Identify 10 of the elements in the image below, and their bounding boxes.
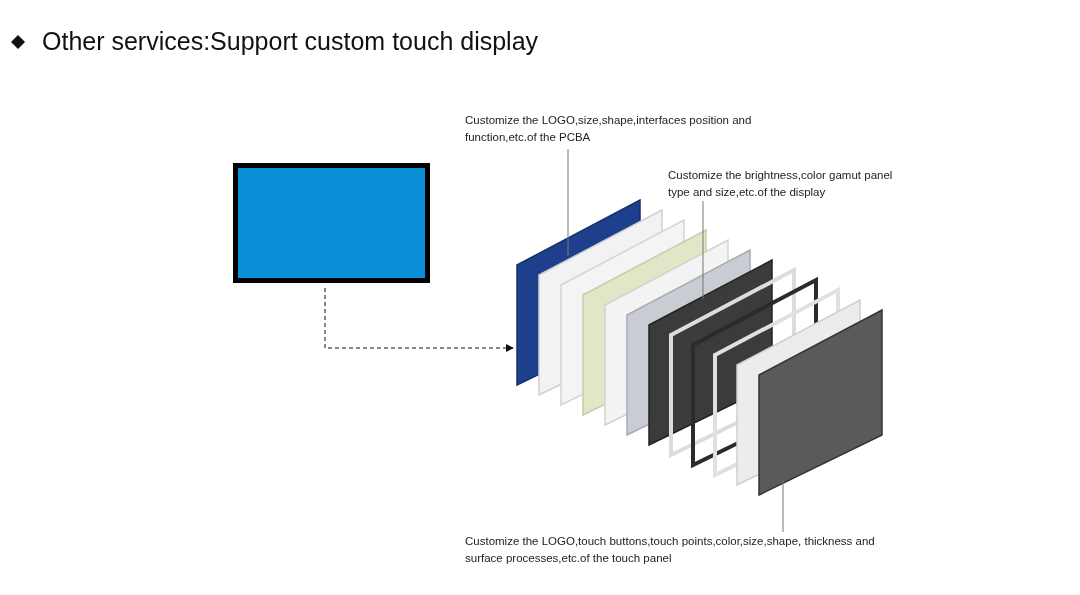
- callout-text: Customize the LOGO,touch buttons,touch points,color,size,shape, thickness and surface processes,etc.of the touch panel: [465, 533, 885, 567]
- arrow: [324, 287, 514, 352]
- callout-text: Customize the brightness,color gamut panel type and size,etc.of the display: [668, 167, 908, 201]
- title: Other services:Support custom touch display: [42, 27, 539, 56]
- leader-line: [702, 200, 704, 300]
- leader-line: [567, 148, 569, 257]
- touch-panel: [758, 308, 883, 497]
- callout-text: Customize the LOGO,size,shape,interfaces position and function,etc.of the PCBA: [465, 112, 795, 146]
- display-screen-drawing: [233, 163, 430, 283]
- leader-line: [782, 480, 784, 533]
